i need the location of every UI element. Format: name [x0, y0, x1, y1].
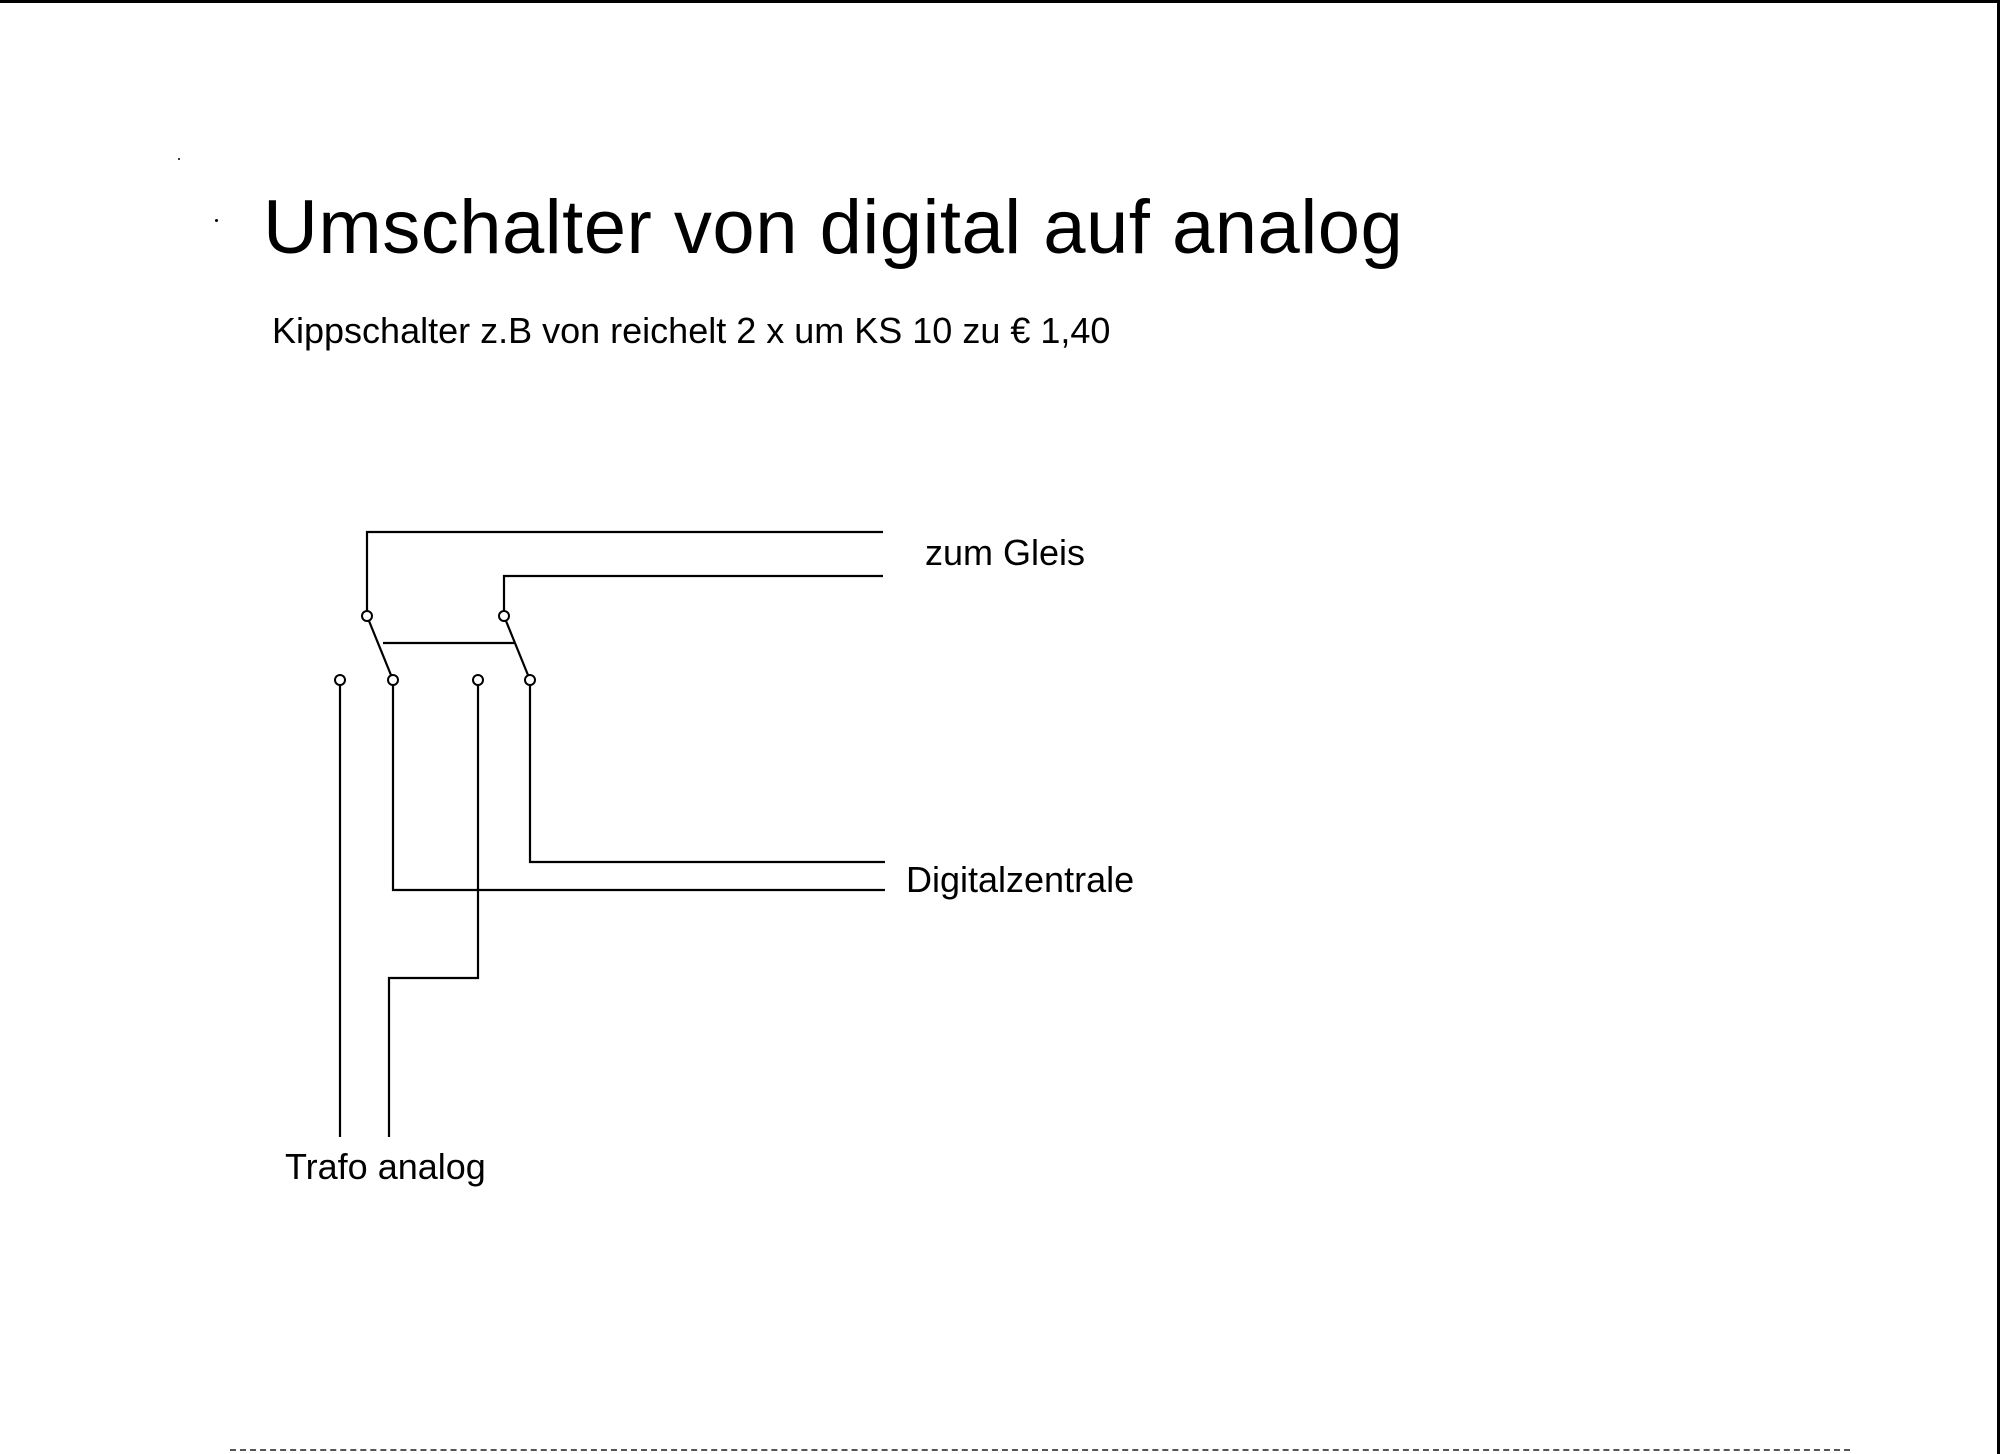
analog-transformer-label: Trafo analog	[285, 1146, 486, 1187]
digital-wire-1	[528, 680, 885, 864]
switch-1-common-terminal	[361, 610, 373, 622]
switch-2-common-terminal	[498, 610, 510, 622]
page-border-top	[0, 0, 2000, 3]
switch-1-lever	[365, 615, 395, 681]
page-title: Umschalter von digital auf analog	[263, 185, 1404, 270]
track-label: zum Gleis	[925, 532, 1086, 573]
track-wire-1	[365, 530, 883, 616]
page-border-right	[1997, 0, 2000, 1454]
scan-speck	[215, 219, 218, 222]
switch-2-digital-terminal	[524, 674, 536, 686]
scan-bottom-edge	[230, 1449, 1850, 1451]
digital-wire-2	[391, 680, 885, 892]
switch-2-analog-terminal	[472, 674, 484, 686]
track-wire-2	[502, 574, 883, 616]
digital-central-label: Digitalzentrale	[906, 859, 1135, 900]
analog-wire-2	[387, 680, 480, 1137]
switch-2-lever	[502, 615, 532, 681]
switch-1-digital-terminal	[387, 674, 399, 686]
page-subtitle: Kippschalter z.B von reichelt 2 x um KS …	[272, 310, 1111, 351]
scan-speck	[178, 158, 180, 160]
switch-1-analog-terminal	[334, 674, 346, 686]
